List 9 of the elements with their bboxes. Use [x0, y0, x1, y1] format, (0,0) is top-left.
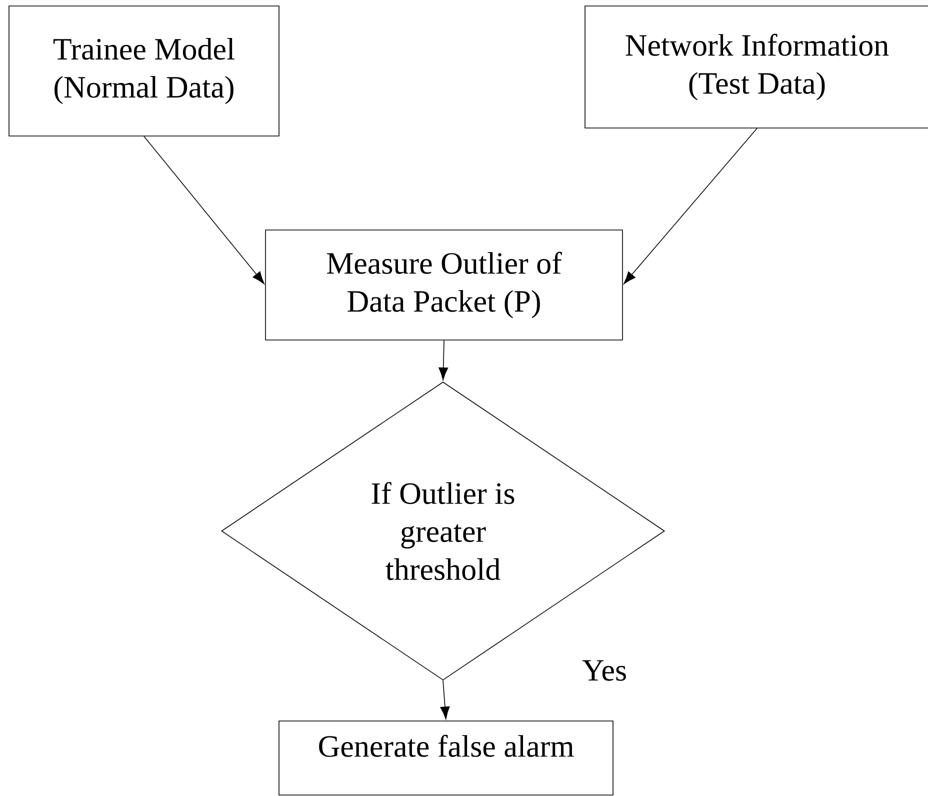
arrow: [438, 340, 448, 380]
arrow: [144, 136, 264, 284]
edge-label: Yes: [582, 660, 626, 681]
arrow: [440, 680, 450, 720]
process-box: Network Information (Test Data): [584, 6, 928, 128]
arrow: [624, 128, 758, 284]
process-box: Generate false alarm: [278, 720, 614, 796]
process-box: Measure Outlier of Data Packet (P): [265, 230, 623, 340]
process-box: Trainee Model (Normal Data): [8, 6, 280, 136]
